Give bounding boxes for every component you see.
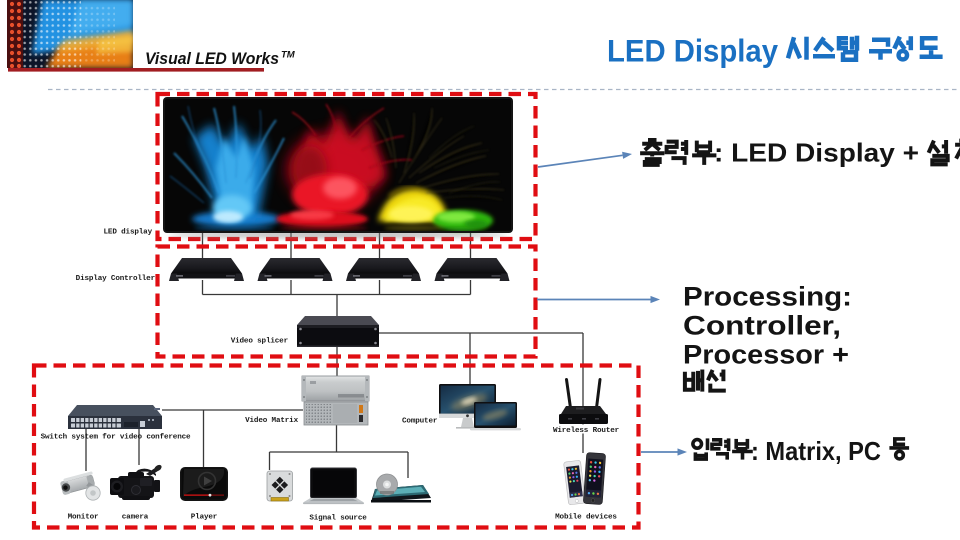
svg-text:Controller,: Controller, [683, 311, 841, 341]
svg-text:Mobile devices: Mobile devices [555, 514, 617, 522]
svg-text:LED display: LED display [104, 229, 153, 237]
svg-text:Video splicer: Video splicer [231, 338, 289, 346]
svg-text:camera: camera [122, 514, 149, 522]
svg-text:LED Display: LED Display [607, 33, 778, 69]
svg-text:Visual LED Works: Visual LED Works [145, 49, 279, 68]
svg-text:Player: Player [191, 514, 218, 522]
svg-text:Wireless Router: Wireless Router [553, 427, 620, 435]
svg-text:Monitor: Monitor [68, 514, 99, 522]
svg-text:Display Controller: Display Controller [76, 275, 156, 283]
svg-text:TM: TM [281, 50, 296, 61]
svg-text:: LED Display +: : LED Display + [714, 137, 919, 167]
svg-text:: Matrix, PC: : Matrix, PC [751, 436, 881, 466]
svg-text:Signal source: Signal source [309, 515, 367, 523]
svg-text:Computer: Computer [402, 418, 438, 426]
svg-text:Video Matrix: Video Matrix [245, 417, 298, 425]
svg-text:Switch system for video confer: Switch system for video conference [41, 434, 191, 442]
svg-text:Processing:: Processing: [683, 282, 852, 312]
svg-text:Processor +: Processor + [683, 340, 849, 370]
